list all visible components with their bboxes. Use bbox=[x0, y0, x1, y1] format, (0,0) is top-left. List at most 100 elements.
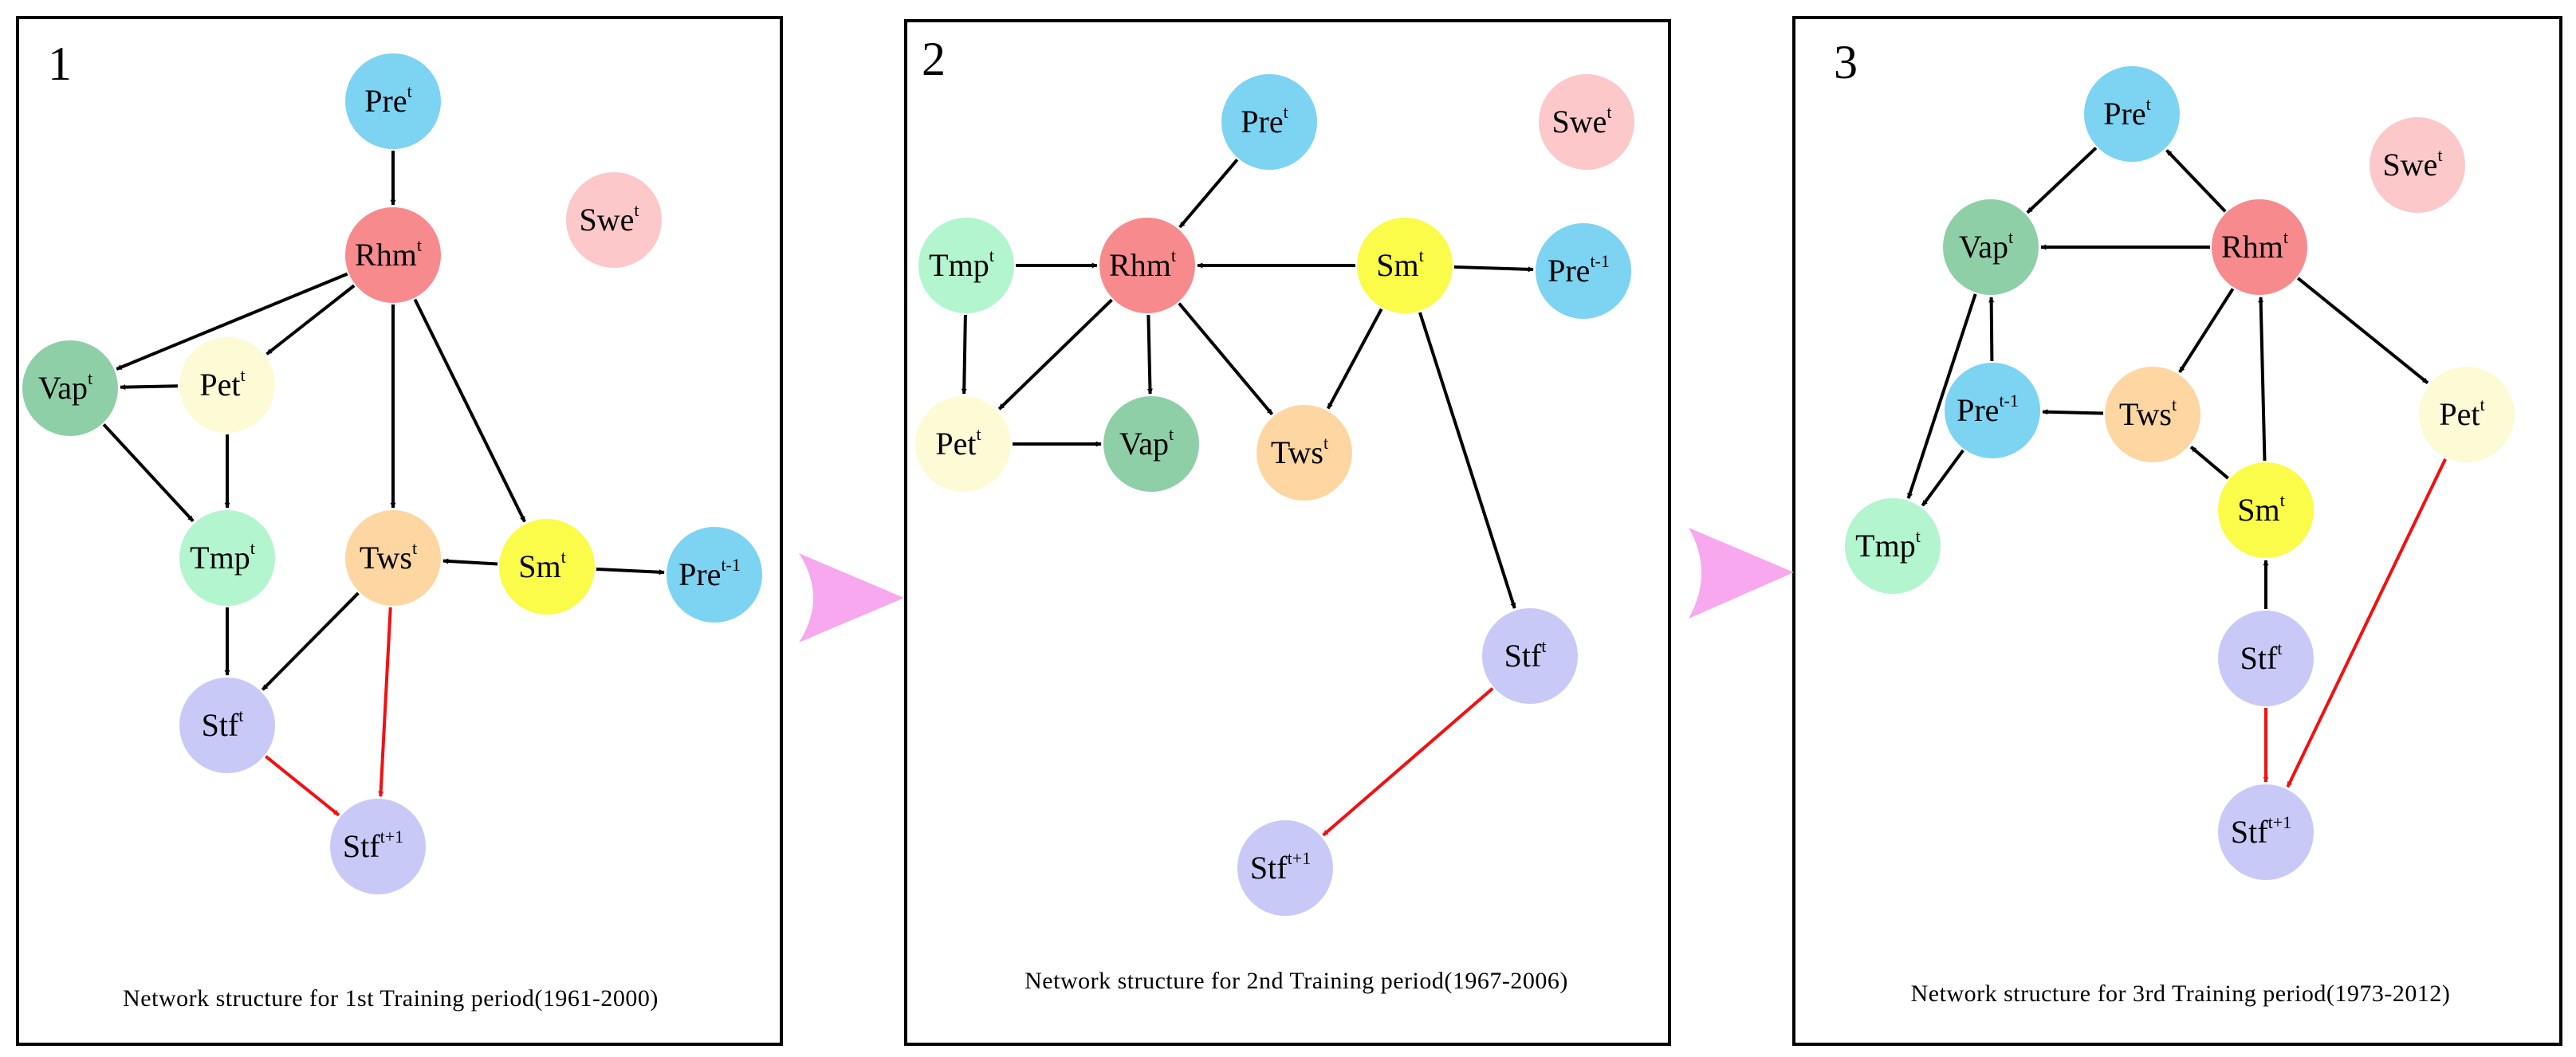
node-label: Tmpt bbox=[190, 538, 255, 576]
panel-2-caption: Network structure for 2nd Training perio… bbox=[1025, 968, 1568, 994]
edge-rhm-t-to-pet-t bbox=[265, 284, 356, 356]
node-label: Smt bbox=[2237, 490, 2284, 528]
node-sm-t: Smt bbox=[1357, 218, 1453, 313]
node-swe-t: Swet bbox=[2370, 117, 2465, 213]
node-label: Tmpt bbox=[929, 246, 994, 283]
node-label: Swet bbox=[1551, 102, 1611, 139]
node-circle bbox=[179, 337, 275, 433]
node-circle bbox=[345, 510, 441, 606]
node-label: Stft bbox=[1504, 636, 1547, 674]
edge-sm-t-to-tws-t bbox=[1327, 308, 1383, 410]
node-stf-tp1: Stft+1 bbox=[1237, 820, 1333, 916]
node-sm-t: Smt bbox=[499, 519, 595, 615]
node-label: Rhmt bbox=[355, 235, 422, 273]
node-rhm-t: Rhmt bbox=[345, 207, 441, 303]
node-label: Twst bbox=[1271, 433, 1328, 470]
node-label: Stft+1 bbox=[1250, 848, 1311, 886]
node-circle bbox=[1482, 608, 1578, 704]
node-swe-t: Swet bbox=[1539, 74, 1634, 170]
node-label: Stft bbox=[202, 705, 244, 743]
edge-rhm-t-to-sm-t bbox=[413, 298, 526, 523]
node-tws-t: Twst bbox=[2105, 367, 2200, 462]
node-rhm-t: Rhmt bbox=[1099, 218, 1195, 313]
node-label: Swet bbox=[2382, 145, 2442, 183]
panel-2-number: 2 bbox=[922, 33, 946, 85]
node-label: Vapt bbox=[1119, 424, 1174, 462]
node-label: Rhmt bbox=[1109, 246, 1176, 283]
edge-sm-t-to-stf-t bbox=[1418, 312, 1516, 609]
edge-rhm-t-to-tws-t bbox=[1178, 302, 1274, 416]
node-label: Pett bbox=[935, 424, 981, 462]
edge-vap-t-to-tmp-t bbox=[102, 423, 195, 523]
edge-pet-t-to-vap-t bbox=[120, 384, 179, 391]
edge-rhm-t-to-pet-t bbox=[997, 298, 1113, 411]
node-sm-t: Smt bbox=[2218, 462, 2314, 558]
edge-pet-t-to-stf-tp1 bbox=[2286, 458, 2447, 788]
node-swe-t: Swet bbox=[566, 172, 662, 268]
node-label: Stft+1 bbox=[343, 827, 403, 864]
node-circle bbox=[1257, 405, 1352, 501]
node-circle bbox=[345, 53, 441, 149]
panel-3-number: 3 bbox=[1834, 36, 1858, 88]
edge-sm-t-to-pre-t1 bbox=[1453, 265, 1534, 273]
node-label: Pret-1 bbox=[678, 555, 741, 592]
edge-rhm-t-to-tws-t bbox=[2178, 288, 2235, 373]
node-pre-t: Pret bbox=[1221, 74, 1317, 170]
edge-tws-t-to-pre-t1 bbox=[2042, 409, 2104, 415]
node-circle bbox=[1237, 820, 1333, 916]
node-label: Stft bbox=[2240, 639, 2283, 676]
node-vap-t: Vapt bbox=[1943, 199, 2039, 295]
node-circle bbox=[22, 340, 118, 436]
node-circle bbox=[1536, 223, 1631, 319]
node-label: Vapt bbox=[1959, 227, 2013, 265]
node-label: Pret bbox=[1241, 102, 1288, 139]
edge-sm-t-to-tws-t bbox=[442, 558, 498, 566]
node-circle bbox=[2105, 367, 2200, 462]
node-pre-t1: Pret-1 bbox=[1945, 363, 2040, 458]
node-stf-t: Stft bbox=[179, 678, 275, 773]
node-label: Pret-1 bbox=[1957, 391, 2019, 428]
node-pet-t: Pett bbox=[2419, 367, 2515, 462]
node-vap-t: Vapt bbox=[22, 340, 118, 436]
node-circle bbox=[2084, 66, 2180, 162]
node-pre-t: Pret bbox=[2084, 66, 2180, 162]
node-pre-t1: Pret-1 bbox=[667, 527, 762, 623]
node-circle bbox=[1357, 218, 1453, 313]
node-pet-t: Pett bbox=[915, 396, 1011, 492]
node-circle bbox=[2419, 367, 2515, 462]
edge-rhm-t-to-pet-t bbox=[2296, 277, 2429, 384]
edge-stf-t-to-stf-tp1 bbox=[265, 755, 340, 817]
node-circle bbox=[566, 172, 662, 268]
node-circle bbox=[499, 519, 595, 615]
node-circle bbox=[667, 527, 762, 623]
panel-2-edges bbox=[961, 158, 1534, 837]
node-circle bbox=[179, 678, 275, 773]
node-label: Swet bbox=[579, 200, 639, 238]
node-label: Stft+1 bbox=[2231, 812, 2291, 850]
edge-pre-t1-to-tmp-t bbox=[1921, 449, 1964, 507]
panel-1-number: 1 bbox=[48, 37, 72, 90]
node-circle bbox=[1099, 218, 1195, 313]
edge-rhm-t-to-vap-t bbox=[116, 272, 348, 371]
node-label: Smt bbox=[518, 547, 565, 584]
edge-sm-t-to-tws-t bbox=[2189, 446, 2229, 480]
node-stf-tp1: Stft+1 bbox=[2218, 784, 2314, 880]
edge-stf-t-to-stf-tp1 bbox=[1322, 687, 1494, 837]
node-circle bbox=[918, 218, 1014, 313]
node-circle bbox=[1845, 498, 1941, 594]
node-label: Twst bbox=[360, 538, 417, 576]
panel-1-caption: Network structure for 1st Training perio… bbox=[123, 985, 659, 1012]
node-stf-tp1: Stft+1 bbox=[330, 799, 426, 894]
node-circle bbox=[915, 396, 1011, 492]
node-circle bbox=[2218, 611, 2314, 706]
panel-3-caption: Network structure for 3rd Training perio… bbox=[1911, 980, 2451, 1007]
node-circle bbox=[2218, 462, 2314, 558]
transition-arrow-2-to-3 bbox=[1689, 528, 1794, 619]
node-circle bbox=[1103, 396, 1199, 492]
node-circle bbox=[1943, 199, 2039, 295]
